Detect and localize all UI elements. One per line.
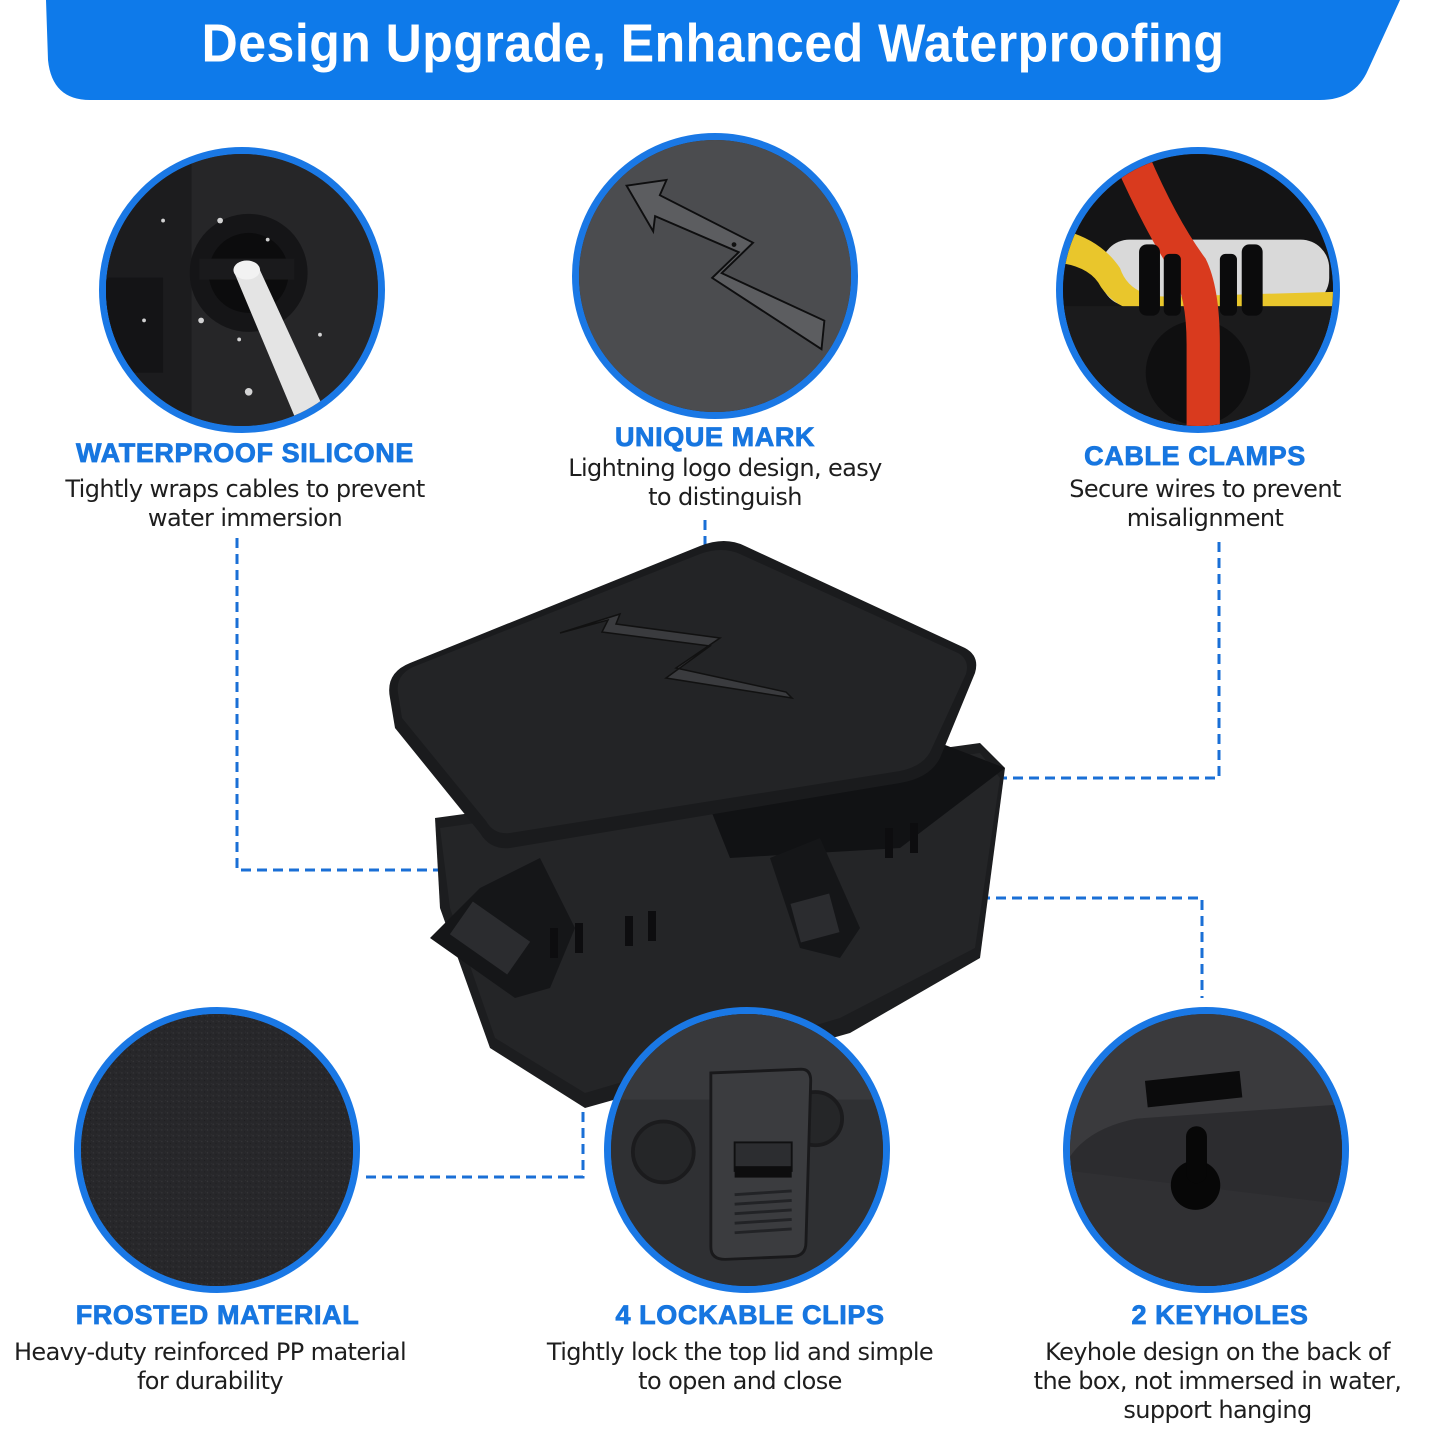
cable-clamps-image [1056, 147, 1340, 433]
desc-line: Lightning logo design, easy [568, 454, 882, 482]
desc-line: to open and close [638, 1367, 842, 1395]
desc-line: to distinguish [648, 483, 802, 511]
feature-title-unique-mark: UNIQUE MARK [614, 422, 816, 453]
desc-line: for durability [136, 1367, 284, 1395]
waterproof-silicone-image [99, 147, 385, 433]
desc-line: Tightly wraps cables to prevent [65, 475, 425, 503]
lightning-logo-icon [579, 140, 851, 412]
banner-shape [46, 0, 1400, 100]
desc-line: Heavy-duty reinforced PP material [13, 1338, 407, 1366]
feature-title-waterproof-silicone: WATERPROOF SILICONE [76, 438, 414, 469]
feature-desc-waterproof-silicone: Tightly wraps cables to prevent water im… [30, 475, 460, 533]
keyhole-icon [1070, 1014, 1342, 1286]
page-title: Design Upgrade, Enhanced Waterproofing [201, 12, 1225, 74]
desc-line: water immersion [147, 504, 343, 532]
desc-line: misalignment [1126, 504, 1284, 532]
desc-line: support hanging [1123, 1396, 1312, 1424]
cable-grommet-icon [106, 154, 378, 426]
feature-desc-unique-mark: Lightning logo design, easy to distingui… [520, 454, 930, 512]
unique-mark-image [572, 133, 858, 419]
feature-desc-lockable-clips: Tightly lock the top lid and simple to o… [530, 1338, 950, 1396]
desc-line: the box, not immersed in water, [1033, 1367, 1402, 1395]
cable-clamp-icon [1063, 154, 1333, 426]
keyholes-image [1063, 1007, 1349, 1293]
desc-line: Keyhole design on the back of [1045, 1338, 1390, 1366]
feature-desc-frosted-material: Heavy-duty reinforced PP material for du… [5, 1338, 415, 1396]
feature-title-cable-clamps: CABLE CLAMPS [1084, 441, 1306, 472]
feature-desc-cable-clamps: Secure wires to prevent misalignment [1030, 475, 1380, 533]
desc-line: Secure wires to prevent [1069, 475, 1341, 503]
lockable-clips-image [604, 1007, 890, 1293]
feature-title-frosted-material: FROSTED MATERIAL [75, 1300, 360, 1331]
feature-desc-keyholes: Keyhole design on the back of the box, n… [1010, 1338, 1425, 1425]
feature-title-keyholes: 2 KEYHOLES [1131, 1300, 1309, 1331]
desc-line: Tightly lock the top lid and simple [546, 1338, 934, 1366]
latch-clip-icon [611, 1014, 883, 1286]
frosted-material-image [74, 1007, 360, 1293]
header-banner: Design Upgrade, Enhanced Waterproofing [0, 0, 1445, 102]
feature-title-lockable-clips: 4 LOCKABLE CLIPS [615, 1300, 885, 1331]
frosted-texture-icon [81, 1014, 353, 1286]
